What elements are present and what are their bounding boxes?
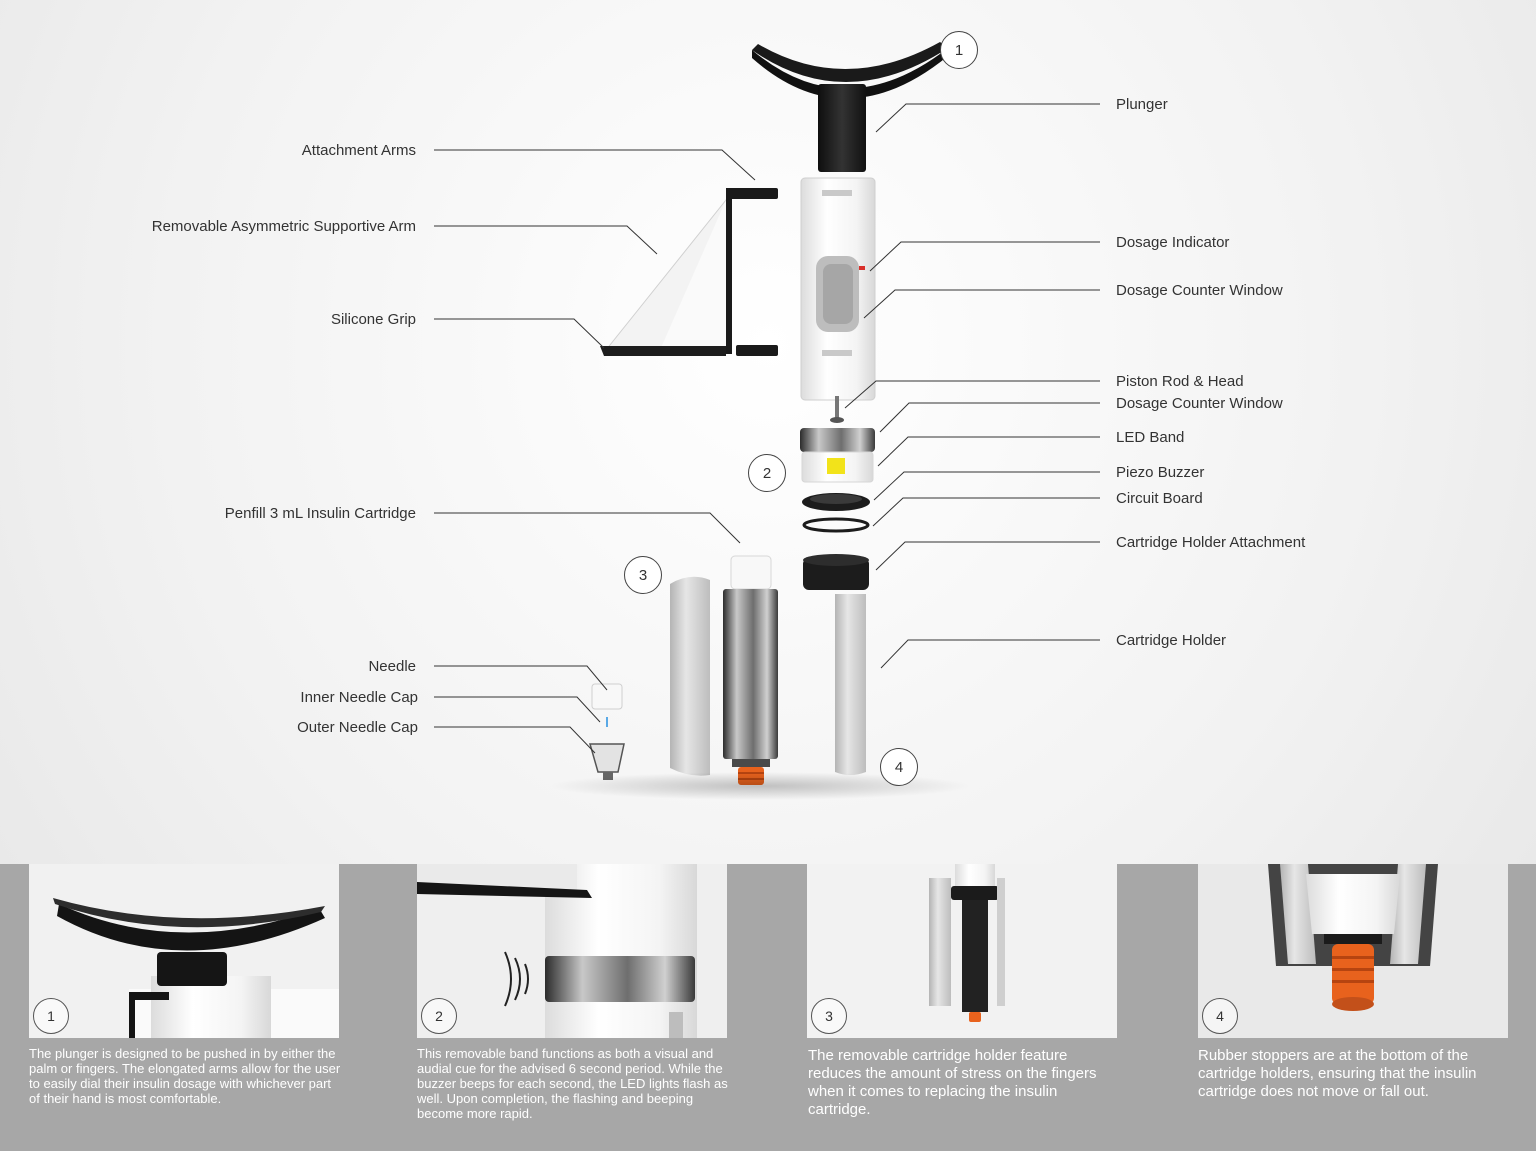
detail-panel-4: 4 xyxy=(1198,864,1508,1038)
cartridge-holder-attachment xyxy=(803,554,869,590)
leader-lines xyxy=(434,103,1100,754)
panel-4-number: 4 xyxy=(1202,998,1238,1034)
panel-3-number: 3 xyxy=(811,998,847,1034)
led-band xyxy=(800,428,875,483)
label-piston-rod-head: Piston Rod & Head xyxy=(1116,373,1244,390)
label-dosage-indicator: Dosage Indicator xyxy=(1116,234,1230,251)
circuit-board xyxy=(802,517,870,533)
label-piezo-buzzer: Piezo Buzzer xyxy=(1116,464,1205,481)
label-dosage-counter-window-2: Dosage Counter Window xyxy=(1116,395,1283,412)
supportive-arm xyxy=(600,188,778,356)
label-inner-needle-cap: Inner Needle Cap xyxy=(300,689,418,706)
label-needle: Needle xyxy=(368,658,416,675)
plunger-closeup-image xyxy=(29,864,339,1038)
label-attachment-arms: Attachment Arms xyxy=(301,142,416,159)
exploded-view-diagram xyxy=(434,42,1100,800)
cartridge-holder-right xyxy=(835,594,866,775)
label-plunger: Plunger xyxy=(1116,96,1168,113)
panel-1-caption: The plunger is designed to be pushed in … xyxy=(29,1046,341,1106)
label-outer-needle-cap: Outer Needle Cap xyxy=(297,719,418,736)
dosage-body xyxy=(800,177,876,401)
rubber-stopper-closeup-image xyxy=(1198,864,1508,1038)
panel-2-caption: This removable band functions as both a … xyxy=(417,1046,728,1121)
detail-panel-1: 1 xyxy=(29,864,339,1038)
marker-3: 3 xyxy=(624,556,662,594)
cartridge-holder-closeup-image xyxy=(807,864,1117,1038)
insulin-cartridge xyxy=(723,555,778,785)
plunger xyxy=(752,42,948,172)
detail-strip: 1 The plunger is designed to be pushed i… xyxy=(0,864,1536,1151)
detail-panel-3: 3 xyxy=(807,864,1117,1038)
panel-3-caption: The removable cartridge holder feature r… xyxy=(808,1047,1097,1118)
panel-4-caption: Rubber stoppers are at the bottom of the… xyxy=(1198,1047,1477,1100)
label-supportive-arm: Removable Asymmetric Supportive Arm xyxy=(151,218,416,235)
label-insulin-cartridge: Penfill 3 mL Insulin Cartridge xyxy=(224,505,416,522)
label-cartridge-holder: Cartridge Holder xyxy=(1116,632,1227,649)
label-cartridge-holder-attachment: Cartridge Holder Attachment xyxy=(1116,534,1306,551)
led-band-closeup-image xyxy=(417,864,727,1038)
label-circuit-board: Circuit Board xyxy=(1116,490,1203,507)
marker-2: 2 xyxy=(748,454,786,492)
needle-parts xyxy=(589,683,625,780)
label-silicone-grip: Silicone Grip xyxy=(330,311,416,328)
label-dosage-counter-window: Dosage Counter Window xyxy=(1116,282,1283,299)
piston-rod xyxy=(830,396,844,423)
panel-2-number: 2 xyxy=(421,998,457,1034)
panel-1-number: 1 xyxy=(33,998,69,1034)
dosage-indicator-mark xyxy=(859,266,865,270)
marker-4: 4 xyxy=(880,748,918,786)
label-led-band: LED Band xyxy=(1116,429,1185,446)
marker-1: 1 xyxy=(940,31,978,69)
cartridge-holder-left xyxy=(670,576,710,776)
detail-panel-2: 2 xyxy=(417,864,727,1038)
